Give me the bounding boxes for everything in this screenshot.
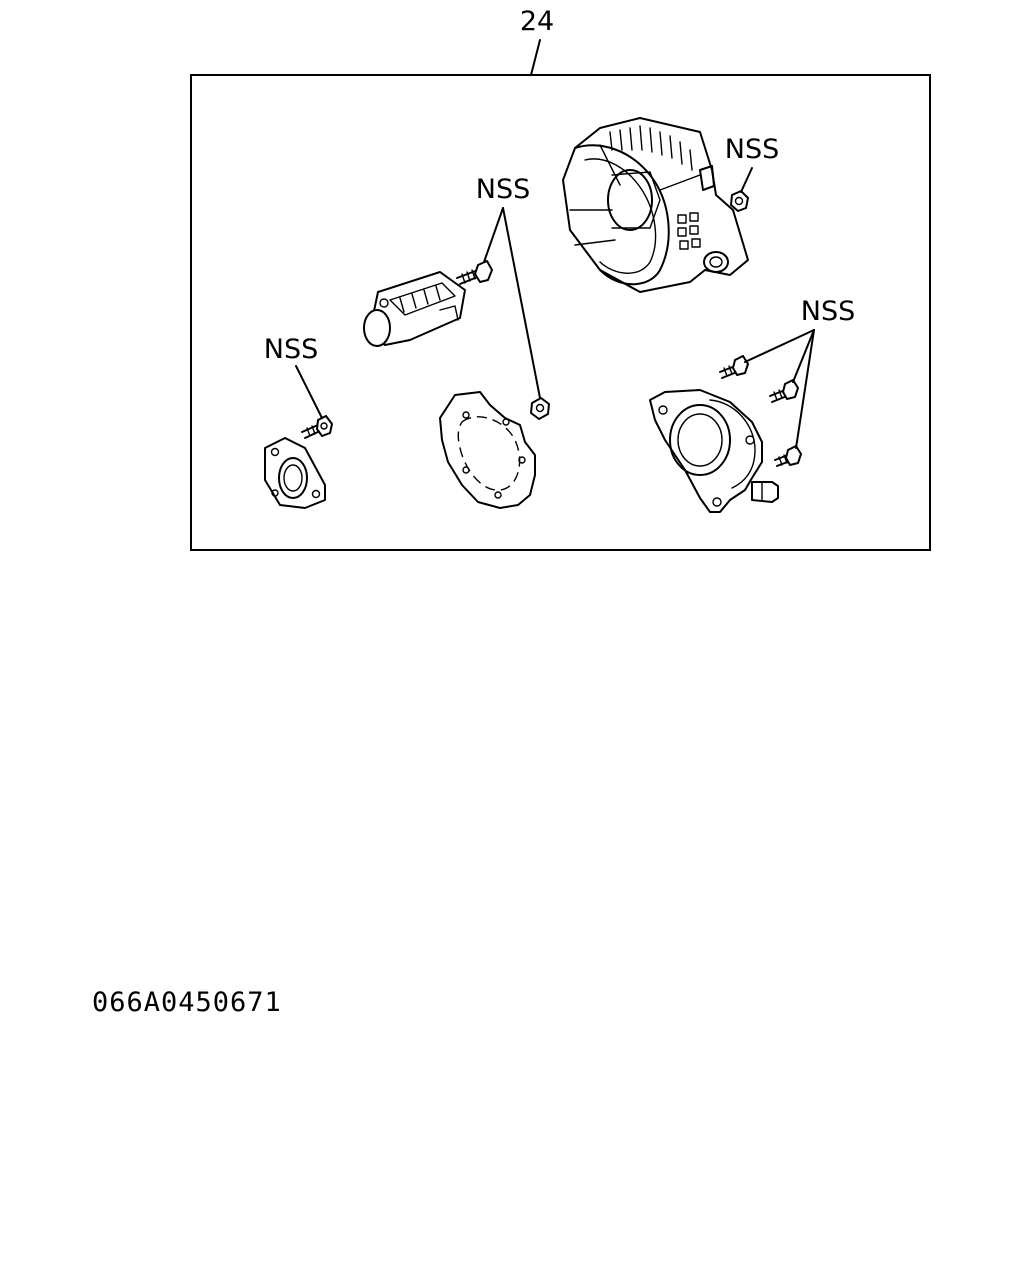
bolt-front-1 — [719, 355, 749, 379]
bearing-retainer-part — [264, 437, 326, 509]
insulator-plate-part — [439, 391, 536, 509]
leader-front-bolt-1 — [744, 329, 815, 363]
assembly-leader-line — [530, 39, 541, 76]
leader-brush-bolt — [483, 207, 504, 263]
leader-rear-nut — [740, 167, 753, 193]
leader-front-bolt-2 — [792, 329, 815, 383]
assembly-number-label: 24 — [520, 6, 554, 37]
bolt-front-3 — [774, 445, 802, 467]
nss-callout-retainer: NSS — [264, 334, 318, 365]
bolt-front-2 — [769, 379, 799, 403]
nut-rear-housing — [730, 190, 749, 212]
bolt-brush-holder — [456, 260, 493, 285]
rear-housing-part — [562, 117, 749, 293]
nut-middle — [530, 397, 550, 420]
leader-front-bolt-3 — [795, 329, 815, 449]
nss-callout-rear-nut: NSS — [725, 134, 779, 165]
brush-holder-part — [363, 271, 466, 347]
nss-callout-brush-holder: NSS — [476, 174, 530, 205]
leader-retainer-screw — [295, 365, 323, 419]
front-bracket-part — [649, 389, 779, 513]
leader-middle-nut — [502, 207, 541, 399]
assembly-frame — [190, 74, 931, 551]
screw-retainer — [301, 415, 333, 439]
nss-callout-front-bolts: NSS — [801, 296, 855, 327]
drawing-code: 066A0450671 — [92, 987, 282, 1018]
